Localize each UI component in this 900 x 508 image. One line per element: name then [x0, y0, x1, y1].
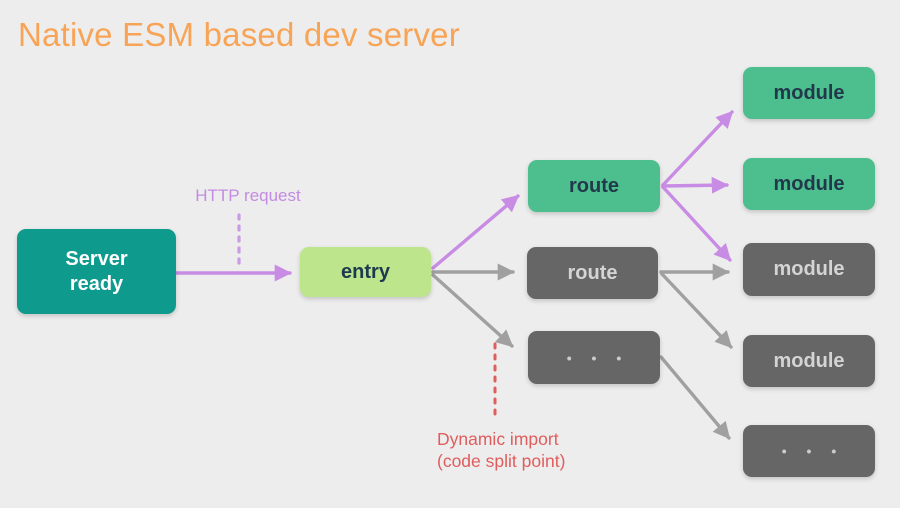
arrow-route1-to-module2	[661, 176, 729, 194]
node-module-1-label: module	[773, 81, 845, 104]
node-route-2: route	[527, 247, 658, 299]
dynamic-import-label-line1: Dynamic import	[437, 429, 559, 449]
node-route-3: • • •	[528, 331, 660, 384]
node-route-1: route	[528, 160, 660, 212]
http-request-label: HTTP request	[195, 186, 301, 205]
node-module-1: module	[743, 67, 875, 119]
dynamic-import-label-line2: (code split point)	[437, 451, 566, 471]
node-module-4-label: module	[773, 349, 845, 372]
node-module-3: module	[743, 243, 875, 296]
node-server-ready: Server ready	[17, 229, 176, 314]
arrow-route3-to-module5	[659, 355, 731, 440]
node-entry-label: entry	[341, 260, 390, 283]
arrow-entry-to-route3	[431, 273, 514, 348]
node-route-1-label: route	[569, 174, 619, 197]
arrow-route1-to-module1	[661, 110, 734, 187]
node-module-3-label: module	[773, 258, 845, 280]
node-module-4: module	[743, 335, 875, 387]
arrow-route2-to-module4	[660, 272, 733, 349]
arrow-entry-to-route1	[431, 194, 520, 270]
node-server-ready-label: Server ready	[65, 247, 128, 295]
node-module-2-label: module	[773, 172, 845, 195]
dynamic-import-label: Dynamic import (code split point)	[437, 428, 565, 472]
node-module-5-label: • • •	[781, 443, 845, 459]
arrow-route1-to-module3	[661, 185, 732, 262]
node-entry: entry	[300, 247, 431, 297]
node-route-2-label: route	[567, 261, 618, 284]
node-module-5: • • •	[743, 425, 875, 477]
node-module-2: module	[743, 158, 875, 210]
node-route-3-label: • • •	[566, 349, 630, 366]
page-title: Native ESM based dev server	[18, 16, 460, 53]
